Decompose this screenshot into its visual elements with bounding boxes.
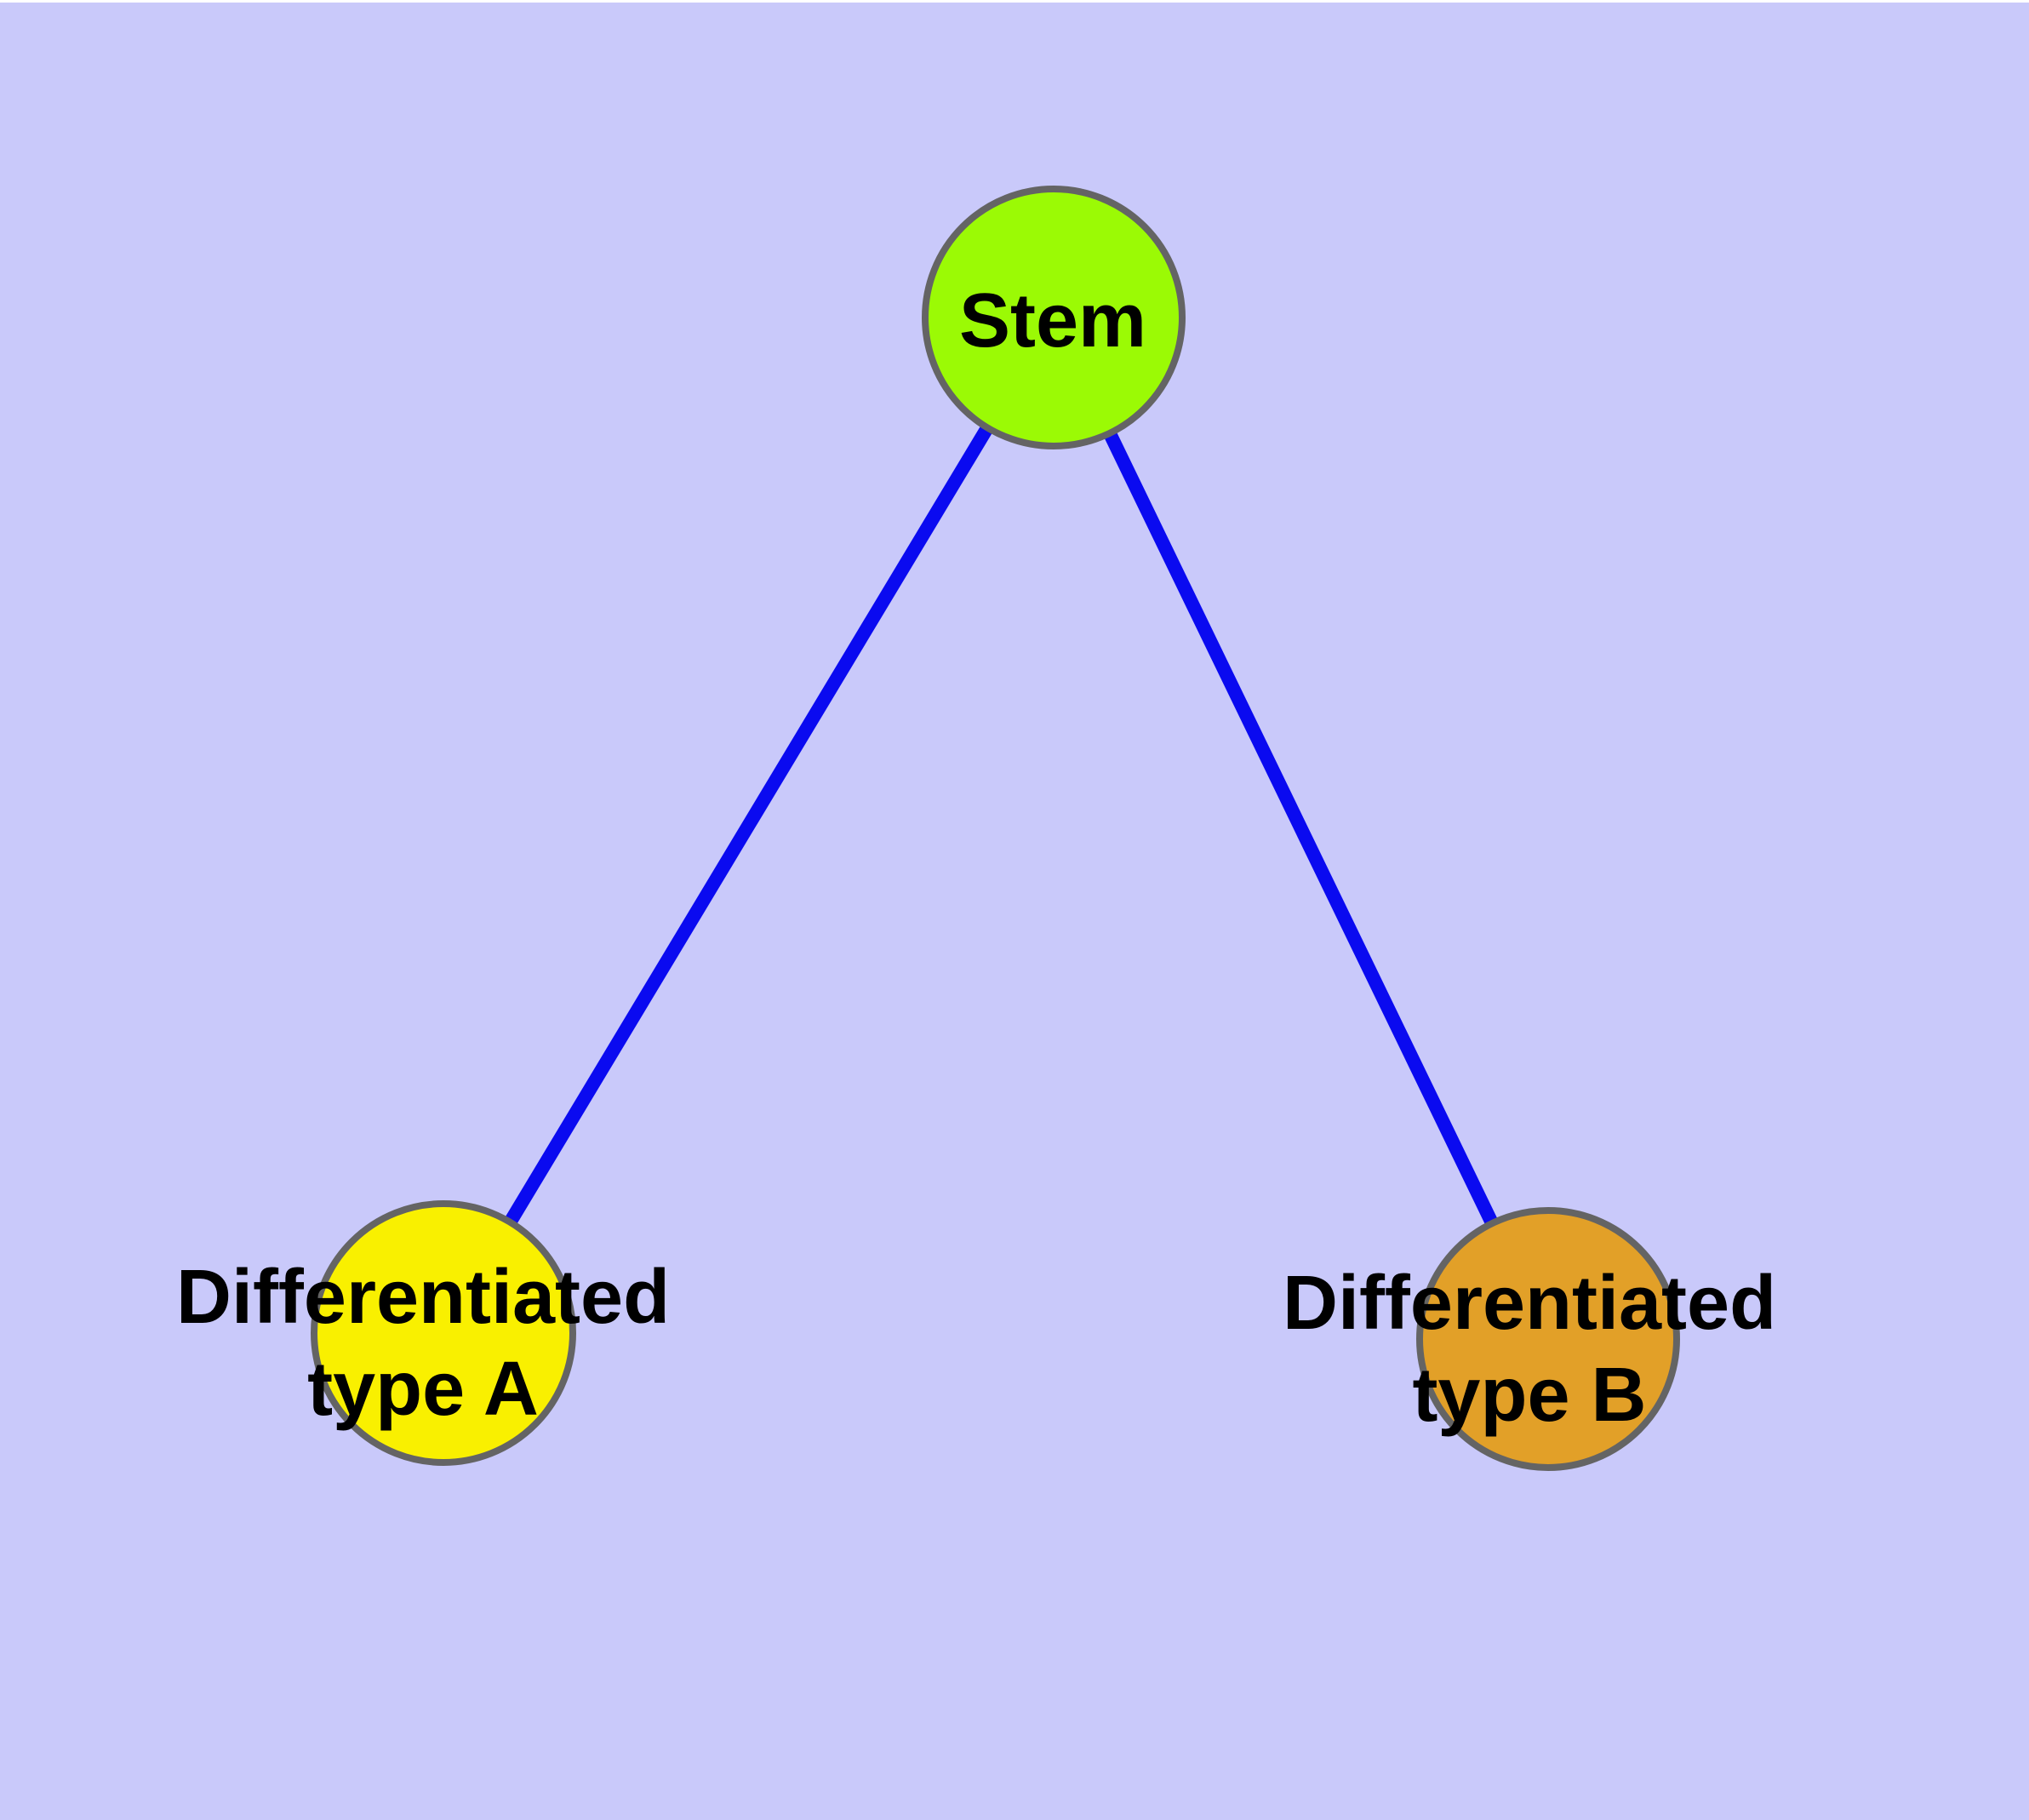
node-label-differentiated-type-b: Differentiated type B xyxy=(1282,1261,1777,1438)
edge-stem-to-type-b xyxy=(1047,314,1555,1342)
edge-stem-to-type-a xyxy=(437,313,1060,1337)
node-differentiated-type-a xyxy=(311,1200,576,1466)
node-label-stem: Stem xyxy=(958,278,1147,363)
node-stem xyxy=(922,186,1186,449)
node-label-differentiated-type-a: Differentiated type A xyxy=(175,1255,671,1432)
node-differentiated-type-b xyxy=(1416,1207,1680,1471)
